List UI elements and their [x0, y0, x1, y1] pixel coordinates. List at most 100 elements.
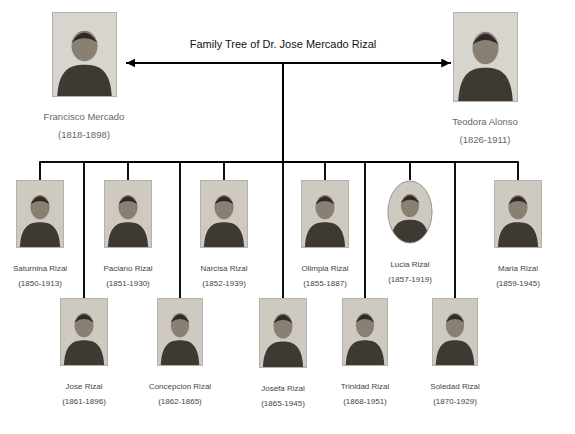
portrait-photo — [157, 298, 203, 366]
person-name: Saturnina Rizal — [13, 264, 67, 274]
portrait-hair — [508, 196, 527, 204]
portrait-body — [391, 220, 430, 244]
portrait-head — [472, 32, 498, 64]
portrait-head — [171, 313, 189, 337]
portrait-hair — [356, 314, 374, 322]
portrait-photo — [52, 12, 117, 97]
portrait-photo — [453, 12, 518, 102]
life-years: (1857-1919) — [387, 275, 433, 285]
portrait-hair — [273, 315, 292, 323]
portrait-body — [305, 222, 345, 248]
person-name: Francisco Mercado — [44, 111, 125, 123]
life-years: (1862-1865) — [149, 397, 211, 407]
photo-ground — [342, 298, 388, 366]
portrait-hair — [472, 34, 498, 45]
portrait-body — [204, 222, 244, 248]
photo-frame — [433, 299, 478, 366]
photo-frame — [104, 181, 151, 248]
portrait-hair — [71, 32, 97, 42]
person-name: Paciano Rizal — [104, 264, 153, 274]
person-card: Teodora Alonso (1826-1911) — [450, 12, 520, 146]
person-name: Trinidad Rizal — [341, 382, 390, 392]
portrait-photo — [342, 298, 388, 366]
portrait-head — [508, 195, 527, 219]
portrait-head — [118, 195, 137, 219]
portrait-body — [161, 340, 200, 366]
portrait-photo — [16, 180, 64, 248]
portrait-body — [20, 222, 60, 248]
portrait-hair — [171, 314, 189, 322]
portrait-hair — [214, 196, 233, 204]
person-name: Jose Rizal — [60, 382, 108, 392]
photo-ground — [104, 180, 152, 248]
portrait-photo — [200, 180, 248, 248]
photo-ground — [387, 180, 433, 244]
portrait-photo — [387, 180, 433, 244]
photo-ground — [16, 180, 64, 248]
life-years: (1868-1951) — [341, 397, 390, 407]
portrait-head — [214, 195, 233, 219]
person-card: Jose Rizal (1861-1896) — [58, 298, 110, 407]
portrait-photo — [301, 180, 349, 248]
person-name: Olimpia Rizal — [301, 264, 349, 274]
photo-frame — [201, 181, 248, 248]
portrait-photo — [60, 298, 108, 366]
person-name: Josefa Rizal — [259, 384, 307, 394]
photo-frame — [52, 13, 116, 97]
portrait-head — [273, 313, 292, 338]
portrait-hair — [30, 196, 49, 204]
person-card: Soledad Rizal(1870-1929) — [428, 298, 481, 407]
photo-ground — [157, 298, 203, 366]
portrait-body — [458, 68, 513, 102]
photo-ground — [432, 298, 478, 366]
life-years: (1850-1913) — [13, 279, 67, 289]
descent-line — [283, 63, 455, 298]
life-years: (1851-1930) — [104, 279, 153, 289]
photo-frame — [302, 181, 349, 248]
person-name: Maria Rizal — [494, 264, 542, 274]
photo-ground — [52, 12, 117, 97]
portrait-head — [356, 313, 374, 337]
portrait-body — [498, 222, 538, 248]
photo-frame — [388, 181, 432, 243]
photo-frame — [495, 181, 542, 248]
person-name: Teodora Alonso — [452, 116, 518, 128]
person-card: Lucia Rizal (1857-1919) — [385, 180, 435, 285]
photo-frame — [61, 299, 108, 366]
life-years: (1861-1896) — [60, 397, 108, 407]
photo-frame — [157, 299, 202, 366]
portrait-head — [74, 313, 93, 337]
portrait-body — [436, 340, 475, 366]
life-years: (1818-1898) — [44, 129, 125, 141]
photo-frame — [17, 181, 64, 248]
descent-line — [84, 63, 283, 298]
descent-line — [180, 63, 450, 298]
life-years: (1865-1945) — [259, 399, 307, 409]
person-card: Saturnina Rizal (1850-1913) — [11, 180, 69, 289]
portrait-hair — [74, 314, 93, 322]
portrait-photo — [104, 180, 152, 248]
portrait-photo — [494, 180, 542, 248]
portrait-head — [401, 194, 419, 217]
portrait-body — [263, 341, 303, 368]
person-card: Olimpia Rizal(1855-1887) — [299, 180, 351, 289]
person-card: Trinidad Rizal (1868-1951) — [339, 298, 392, 407]
descent-line — [283, 63, 450, 298]
descent-line — [283, 63, 450, 298]
descent-line — [126, 63, 365, 298]
person-card: Francisco Mercado (1818-1898) — [42, 12, 127, 141]
photo-frame — [342, 299, 387, 366]
photo-ground — [200, 180, 248, 248]
person-card: Concepcion Rizal(1862-1865) — [147, 298, 213, 407]
portrait-hair — [401, 195, 419, 203]
person-name: Narcisa Rizal — [200, 264, 248, 274]
photo-ground — [259, 298, 307, 368]
portrait-body — [57, 65, 112, 97]
person-name: Lucia Rizal — [387, 260, 433, 270]
portrait-body — [346, 340, 385, 366]
descent-line — [126, 63, 455, 298]
photo-ground — [60, 298, 108, 366]
photo-ground — [453, 12, 518, 102]
life-years: (1826-1911) — [452, 134, 518, 146]
